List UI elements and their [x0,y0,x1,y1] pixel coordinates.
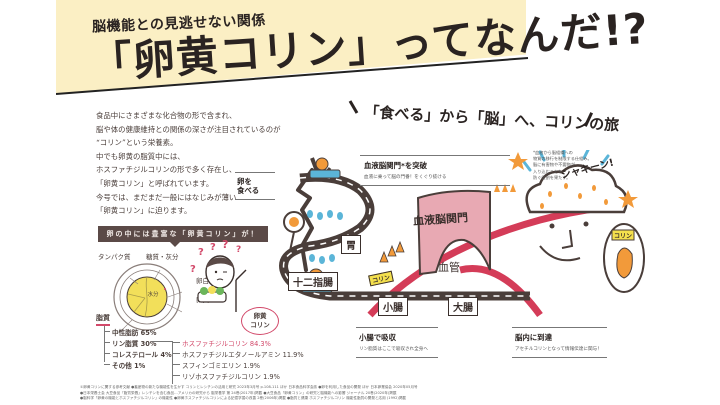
svg-text:コリン: コリン [614,233,632,240]
bbb-callout: 血液脳関門*を突破 血液に乗って脳の門番！をくぐり抜ける [360,155,510,186]
eat-callout-text: 卵を 食べる [237,177,260,195]
absorb-callout-sub: リン脂質はここで吸収され全身へ [359,347,428,352]
vessel-label: 血管 [438,261,460,274]
note-line: 脳に有害物や不要物が [533,162,575,168]
speech-bubble: 卵黄 コリン [241,307,279,335]
pie-label-water: 水分 [147,290,159,298]
eat-callout: 卵を 食べる [235,172,275,200]
absorb-callout-head: 小腸で吸収 [359,333,396,342]
note-line: 防ぐ役割を果たす。 [533,174,571,180]
brain-callout: 脳内に到達 アセチルコリンとなって情報伝達に関与！ [512,327,607,358]
footnote-line: ●脳科学「卵黄の機能とホスファチジルコリン」の機能性 ●卵黄ホスファチジルコリン… [80,396,407,401]
phospholipid-item: ホスファチジルエタノールアミン 11.9% [172,351,304,359]
svg-text:?: ? [222,240,228,251]
egg-section-header: 卵の中には豊富な「卵黄コリン」が！ [98,226,268,247]
svg-text:?: ? [236,245,241,255]
phospholipid-item: スフィンゴミエリン 1.9% [171,362,261,370]
tree-connector [104,326,105,362]
intro-line: “コリン”という栄養素。 [96,138,178,148]
organ-label-duodenum: 十二指腸 [288,272,338,291]
absorb-callout: 小腸で吸収 リン脂質はここで吸収され全身へ [356,327,438,358]
svg-text:?: ? [190,264,196,275]
svg-text:?: ? [198,247,204,258]
brain-callout-sub: アセチルコリンとなって情報伝達に関与！ [515,347,602,352]
footnotes: ①卵黄コリンに関する参考文献 ●畜産物の新たな機能性を生かす コリンとレシチンの… [80,385,640,402]
footnote-line: ●日本栄養士会 大豆食品「脂質栄養」レシチンを含む食品…アメリカの研究から 脳栄… [80,390,397,395]
tree-connector [152,341,172,342]
pie-label-egg-white: 卵白 [196,277,209,285]
lipid-title: 脂質 [96,313,110,326]
pie-label-sugar-ash: 糖質・灰分 [146,253,179,261]
choline-journey-illustration: コリン [279,150,645,318]
organ-label-small-intestine: 小腸 [378,297,408,316]
phospholipid-item-highlight: ホスファチジルコリン 84.3% [172,340,271,348]
bbb-callout-head: 血液脳関門*を突破 [364,161,427,170]
footnote-line: ①卵黄コリンに関する参考文献 ●畜産物の新たな機能性を生かす コリンとレシチンの… [80,385,418,389]
intro-line: 「卵黄コリン」に迫ります。 [96,206,192,216]
phospholipid-item: リゾホスファチジルコリン 1.9% [172,373,280,381]
organ-label-large-intestine: 大腸 [448,297,478,316]
note-line: 物質の移行を制限する仕組み。 [533,156,592,162]
note-line: 入り込むことを [533,168,563,174]
egg-composition-diagram: 水分 [113,263,182,331]
decor-slash-icon [348,100,359,114]
bbb-callout-sub: 血液に乗って脳の門番！をくぐり抜ける [364,175,447,180]
intro-line: 今号では、まだまだ一般にはなじみが薄い [96,192,237,202]
journey-title: 「食べる」から「脳」へ、コリンの旅 [363,102,620,135]
pie-label-protein: タンパク質 [98,253,131,261]
svg-text:?: ? [210,242,216,253]
intro-line: 食品中にさまざまな化合物の形で含まれ、 [96,111,237,120]
lipid-item: その他 1% [103,362,146,370]
intro-line: 中でも卵黄の脂質中には、 [96,151,185,161]
intro-line: 脳や体の健康維持との関係の深さが注目されているのが [96,124,281,134]
lipid-item: リン脂質 30% [103,340,157,348]
banner-underline [56,57,529,95]
intro-text: 食品中にさまざまな化合物の形で含まれ、 脳や体の健康維持との関係の深さが注目され… [96,109,326,218]
tree-connector [172,341,173,384]
speech-bubble-text: 卵黄 コリン [250,312,270,329]
intro-line: ホスファチジルコリンの形で多く存在し、 [96,165,237,175]
intro-line: 「卵黄コリン」と呼ばれています。 [96,178,214,188]
lipid-item: コレステロール 4% [104,351,172,359]
organ-label-stomach: 胃 [341,235,361,254]
confused-person-illustration: ? ? ? ? ? [190,240,247,312]
lipid-item: 中性脂肪 65% [103,329,157,337]
brain-callout-head: 脳内に到達 [515,333,552,342]
note-line: *血液から脳組織への [533,150,573,155]
bbb-footnote: *血液から脳組織への 物質の移行を制限する仕組み。 脳に有害物や不要物が 入り込… [533,150,592,181]
